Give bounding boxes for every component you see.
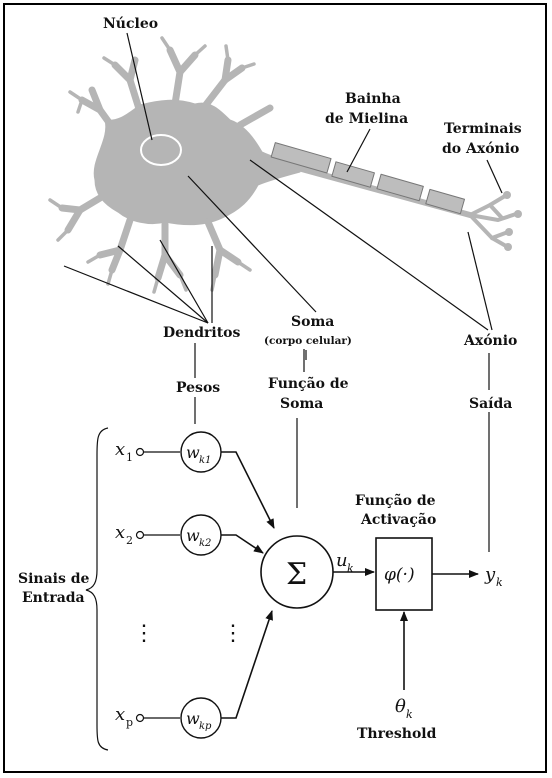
label-theta: θ k	[395, 696, 413, 721]
weight-wk1: w k1	[181, 432, 221, 472]
svg-text:p: p	[126, 716, 133, 729]
label-funcao-soma-2: Soma	[280, 396, 323, 412]
svg-text:1: 1	[126, 451, 133, 464]
label-do-axonio: do Axónio	[442, 141, 519, 157]
svg-text:2: 2	[126, 534, 133, 547]
input-brace	[86, 428, 108, 750]
svg-text:w: w	[186, 443, 200, 462]
label-threshold: Threshold	[357, 726, 437, 742]
correspondence-lines	[195, 343, 489, 552]
label-dendritos: Dendritos	[163, 325, 241, 341]
svg-text:kp: kp	[199, 721, 212, 732]
svg-text:w: w	[186, 526, 200, 545]
svg-text:x: x	[115, 704, 125, 725]
label-funcao-activ-1: Função de	[355, 492, 436, 509]
svg-text:u: u	[336, 550, 348, 571]
label-sinais: Sinais de	[18, 571, 90, 587]
label-saida: Saída	[469, 396, 512, 412]
label-nucleo: Núcleo	[103, 16, 158, 32]
summing-junction: Σ	[261, 536, 333, 608]
svg-text:θ: θ	[395, 696, 406, 717]
input-terminals	[137, 449, 181, 722]
myelin-sheath	[271, 143, 464, 214]
label-yk: y k	[484, 564, 503, 589]
weight-wkp: w kp	[181, 698, 221, 738]
svg-text:k1: k1	[199, 455, 211, 466]
label-soma: Soma	[291, 314, 334, 330]
svg-text:k: k	[496, 576, 503, 589]
svg-text:k2: k2	[199, 538, 211, 549]
svg-text:x: x	[115, 439, 125, 460]
label-axonio: Axónio	[463, 333, 517, 349]
axon-terminals	[470, 196, 516, 246]
svg-text:k: k	[406, 708, 413, 721]
label-bainha: Bainha	[345, 91, 401, 107]
svg-text:Σ: Σ	[286, 557, 307, 592]
svg-text:y: y	[484, 564, 496, 585]
input-xp: x p	[115, 704, 133, 729]
svg-text:φ(·): φ(·)	[384, 565, 415, 585]
activation-function-box: φ(·)	[376, 538, 432, 610]
biological-neuron	[50, 38, 522, 292]
label-funcao-activ-2: Activação	[360, 511, 436, 528]
label-funcao-soma-1: Função de	[268, 375, 349, 392]
label-entrada: Entrada	[22, 590, 85, 606]
label-terminais: Terminais	[444, 121, 522, 137]
input-x2: x 2	[115, 522, 133, 547]
neuron-soma	[94, 100, 300, 224]
svg-text:x: x	[115, 522, 125, 543]
weight-ellipsis: ⋮	[222, 621, 244, 646]
label-corpo-celular: (corpo celular)	[264, 335, 352, 347]
weight-wk2: w k2	[181, 515, 221, 555]
input-ellipsis: ⋮	[133, 621, 155, 646]
terminal-knobs	[503, 191, 522, 251]
label-pesos: Pesos	[176, 380, 220, 396]
svg-text:k: k	[347, 562, 354, 575]
input-x1: x 1	[115, 439, 133, 464]
svg-text:w: w	[186, 709, 200, 728]
label-mielina: de Mielina	[325, 111, 408, 127]
